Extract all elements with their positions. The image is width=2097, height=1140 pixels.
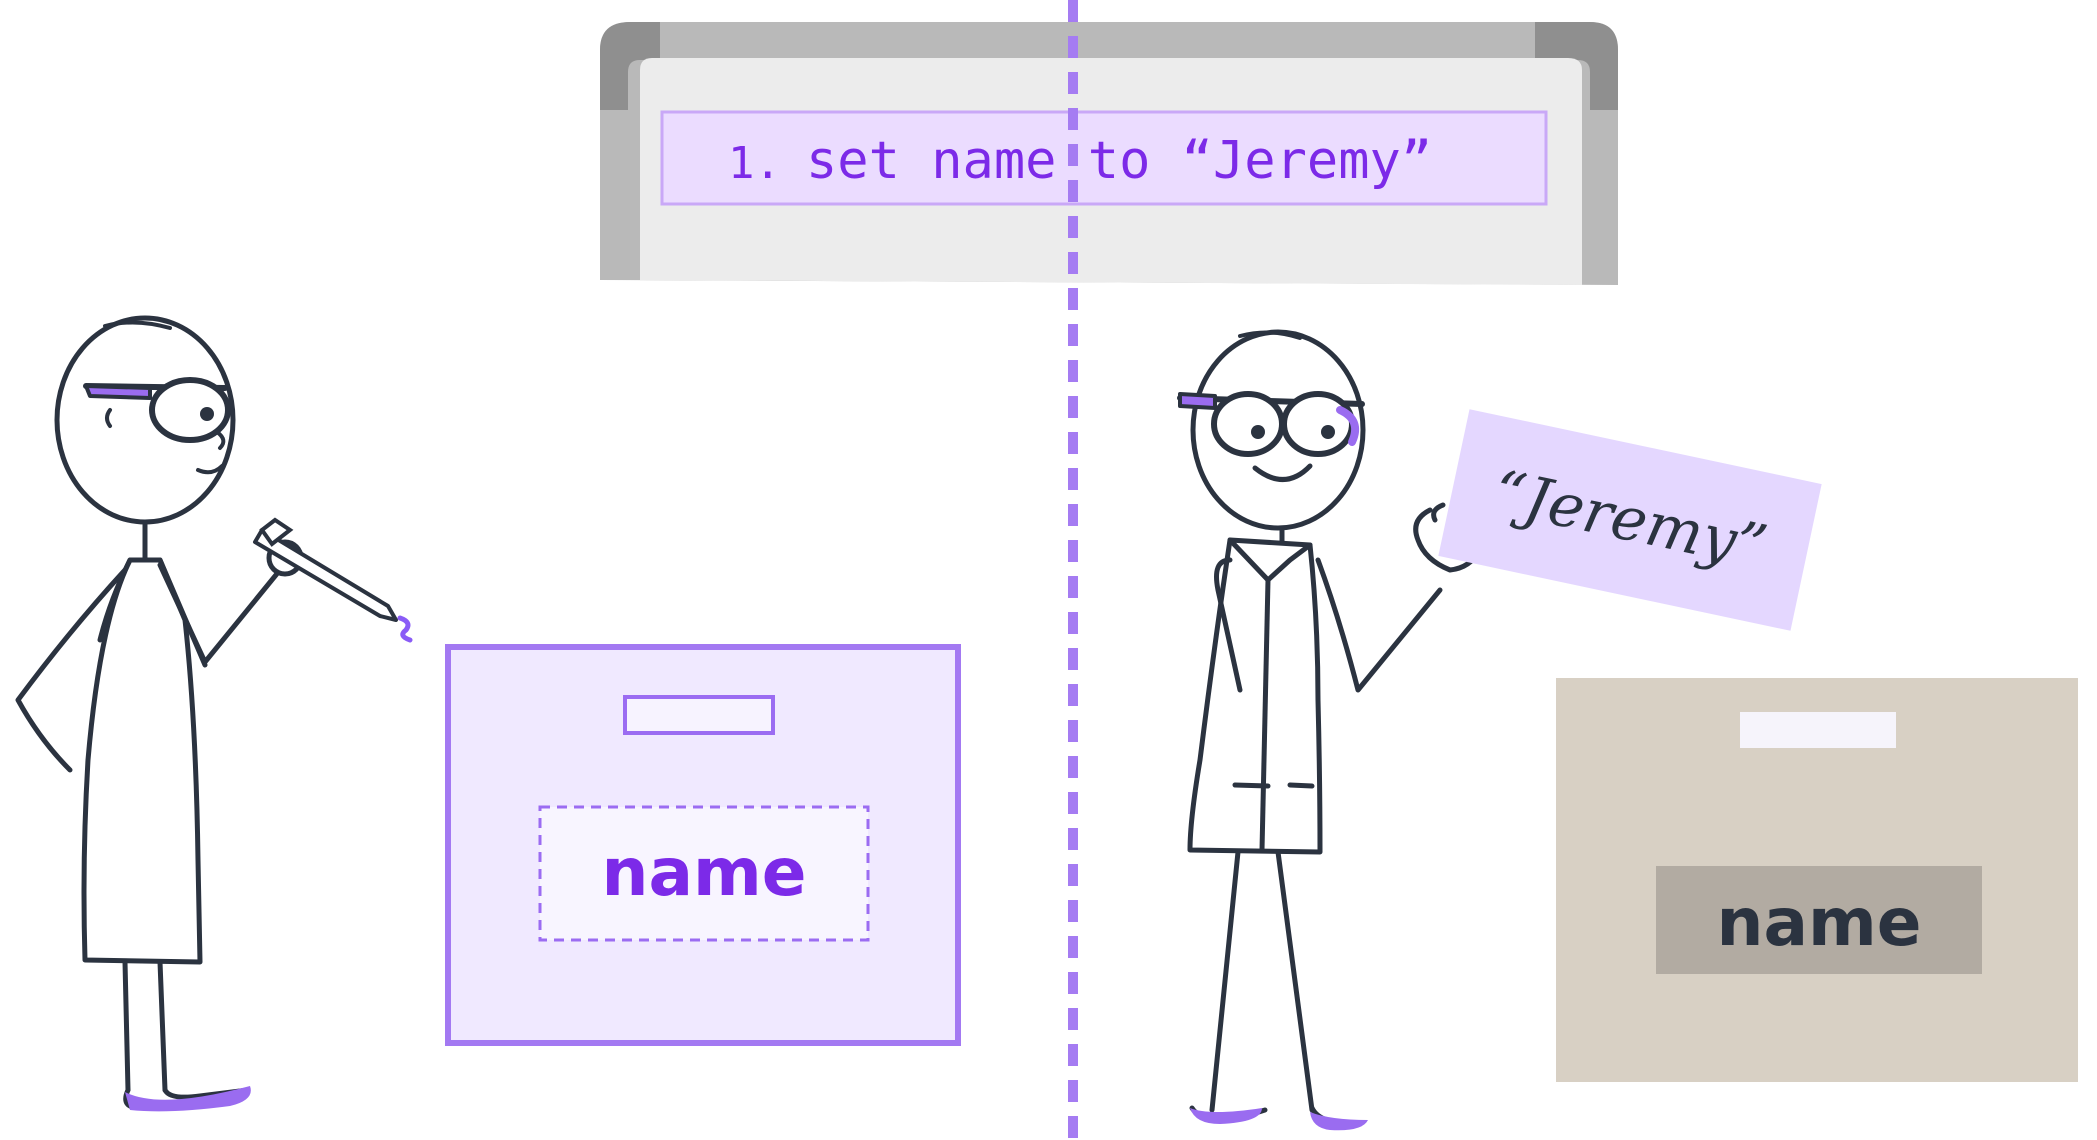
note-card: [1438, 409, 1822, 631]
box-label: name: [1716, 884, 1921, 961]
scientist-with-pen-icon: [15, 315, 304, 1112]
instruction-text: set name to “Jeremy”: [806, 131, 1432, 191]
instruction-highlight: [660, 110, 1548, 206]
box-label-area: [1656, 866, 1982, 974]
whiteboard-corner-left: [600, 22, 660, 110]
smiling-scientist-icon: [1177, 329, 1483, 1131]
pen-icon: [253, 517, 413, 643]
box-handle: [1740, 712, 1896, 748]
step-number: 1.: [728, 138, 781, 189]
empty-variable-box: name: [445, 644, 961, 1046]
box-label: name: [601, 834, 806, 911]
box-label-area: [538, 805, 870, 942]
whiteboard-corner-right: [1535, 22, 1618, 110]
filled-variable-box: name: [1556, 678, 2078, 1082]
value-note: “Jeremy”: [1438, 409, 1822, 631]
box-handle: [623, 695, 775, 735]
whiteboard: 1. set name to “Jeremy”: [600, 22, 1618, 285]
